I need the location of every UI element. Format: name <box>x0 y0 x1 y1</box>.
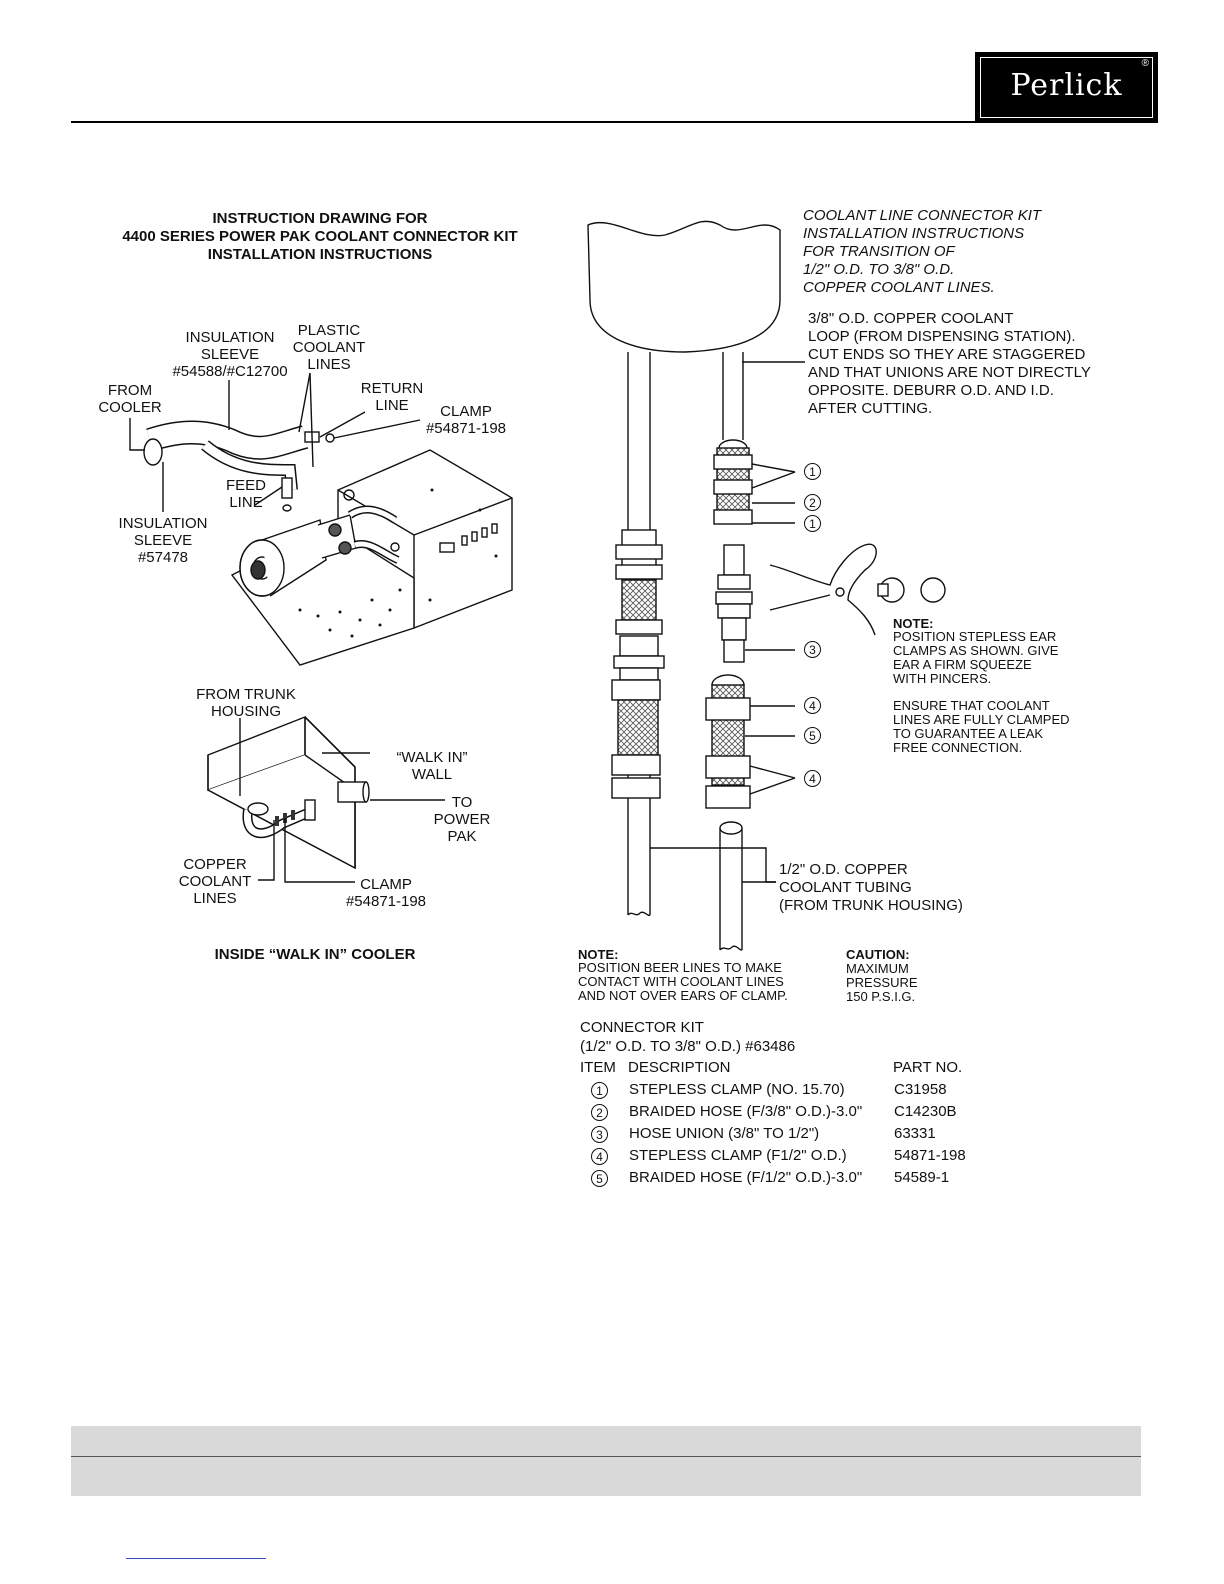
label-from-trunk-housing: FROM TRUNK HOUSING <box>196 686 296 720</box>
callout-circle: 5 <box>804 727 821 744</box>
callout-circle: 1 <box>804 515 821 532</box>
note-clamps-title: NOTE: <box>893 616 934 631</box>
note-clamps-body: POSITION STEPLESS EAR CLAMPS AS SHOWN. G… <box>893 629 1059 686</box>
note-clamps-body-2: ENSURE THAT COOLANT LINES ARE FULLY CLAM… <box>893 698 1070 755</box>
walk-in-caption: INSIDE “WALK IN” COOLER <box>214 946 416 963</box>
label-walk-in-wall: “WALK IN” WALL <box>396 749 468 783</box>
parts-description: HOSE UNION (3/8" TO 1/2") <box>629 1125 820 1142</box>
label-from-cooler: FROM COOLER <box>98 382 162 416</box>
header-part-no: PART NO. <box>893 1059 963 1076</box>
parts-number: 54871-198 <box>894 1147 966 1164</box>
parts-number: 54589-1 <box>894 1169 950 1186</box>
left-union-assembly <box>611 529 665 799</box>
note-beer-title: NOTE: <box>578 947 619 962</box>
label-insulation-sleeve-1: INSULATION SLEEVE #54588/#C12700 <box>172 329 288 380</box>
header-rule <box>71 121 976 123</box>
parts-list-title-1: CONNECTOR KIT <box>580 1019 704 1036</box>
label-clamp-2: CLAMP #54871-198 <box>345 876 427 910</box>
parts-number: C31958 <box>894 1081 947 1098</box>
callout-circle: 4 <box>804 697 821 714</box>
title-line-1: INSTRUCTION DRAWING FOR <box>212 210 428 227</box>
registered-mark: ® <box>1141 58 1149 69</box>
dispensing-station-cutaway <box>587 220 781 353</box>
walk-in-wall-drawing <box>207 715 445 883</box>
parts-item-circle: 2 <box>591 1104 608 1121</box>
parts-item-circle: 1 <box>591 1082 608 1099</box>
footer-link-underline <box>126 1558 266 1559</box>
callout-circle: 2 <box>804 494 821 511</box>
parts-description: BRAIDED HOSE (F/3/8" O.D.)-3.0" <box>629 1103 863 1120</box>
power-pak-vents <box>439 523 498 553</box>
connector-kit-header: COOLANT LINE CONNECTOR KIT INSTALLATION … <box>803 207 1042 296</box>
note-beer-body: POSITION BEER LINES TO MAKE CONTACT WITH… <box>578 960 788 1003</box>
title-line-3: INSTALLATION INSTRUCTIONS <box>207 246 433 263</box>
callout-circle: 4 <box>804 770 821 787</box>
perlick-logo: Perlick ® <box>975 52 1158 123</box>
label-clamp-1: CLAMP #54871-198 <box>425 403 507 437</box>
parts-item-circle: 4 <box>591 1148 608 1165</box>
callout-circle: 3 <box>804 641 821 658</box>
parts-number: C14230B <box>894 1103 957 1120</box>
parts-description: BRAIDED HOSE (F/1/2" O.D.)-3.0" <box>629 1169 863 1186</box>
parts-description: STEPLESS CLAMP (F1/2" O.D.) <box>629 1147 847 1164</box>
parts-item-circle: 3 <box>591 1126 608 1143</box>
label-to-power-pak: TO POWER PAK <box>433 794 491 845</box>
header-description: DESCRIPTION <box>628 1059 731 1076</box>
copper-loop-note: 3/8" O.D. COPPER COOLANT LOOP (FROM DISP… <box>808 310 1091 417</box>
label-plastic-coolant-lines: PLASTIC COOLANT LINES <box>292 322 366 373</box>
parts-item-circle: 5 <box>591 1170 608 1187</box>
parts-description: STEPLESS CLAMP (NO. 15.70) <box>629 1081 845 1098</box>
parts-number: 63331 <box>894 1125 936 1142</box>
label-return-line: RETURN LINE <box>360 380 424 414</box>
drawing-title: INSTRUCTION DRAWING FOR 4400 SERIES POWE… <box>95 210 545 264</box>
caution-body: MAXIMUM PRESSURE 150 P.S.I.G. <box>846 961 918 1004</box>
header-item: ITEM <box>580 1059 616 1076</box>
footer-band <box>71 1426 1141 1496</box>
callout-circle: 1 <box>804 463 821 480</box>
label-insulation-sleeve-2: INSULATION SLEEVE #57478 <box>118 515 208 566</box>
logo-frame <box>980 57 1153 118</box>
tubing-label: 1/2" O.D. COPPER COOLANT TUBING (FROM TR… <box>779 861 963 914</box>
parts-list-title-2: (1/2" O.D. TO 3/8" O.D.) #63486 <box>580 1038 796 1055</box>
pincers-drawing <box>769 543 946 636</box>
title-line-2: 4400 SERIES POWER PAK COOLANT CONNECTOR … <box>122 228 518 245</box>
logo-text: Perlick <box>1010 68 1123 103</box>
footer-divider <box>71 1456 1141 1457</box>
label-copper-coolant-lines: COPPER COOLANT LINES <box>178 856 252 907</box>
caution-title: CAUTION: <box>846 947 910 962</box>
right-union-assembly <box>705 439 753 809</box>
label-feed-line: FEED LINE <box>225 477 266 511</box>
